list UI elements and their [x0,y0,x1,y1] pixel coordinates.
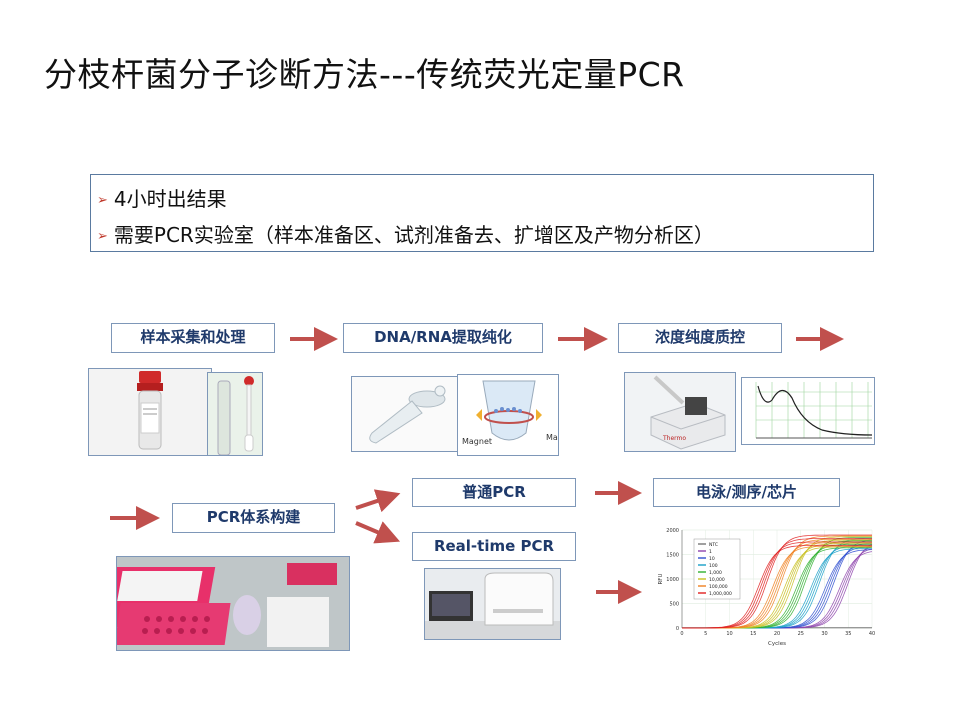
y-tick-label: 0 [676,626,679,632]
magnet-label: Magnet [462,437,492,446]
arrow-up-right-icon [356,497,389,508]
legend-box [694,539,740,599]
legend-label: 10 [709,556,715,562]
legend-label: 1,000 [709,570,722,576]
y-tick-label: 2000 [666,528,679,534]
pcr-setup-photo [116,556,350,651]
legend-label: 10,000 [709,577,725,583]
y-tick-label: 500 [669,602,679,608]
x-tick-label: 40 [869,631,875,637]
qpcr-machine-icon [425,569,561,640]
legend-label: 100 [709,563,718,569]
y-tick-label: 1500 [666,553,679,559]
pcr-plate-icon [117,557,350,651]
legend-label: NTC [709,542,718,548]
spin-column-photo [351,376,461,452]
legend-label: 1,000,000 [709,591,732,597]
x-axis-label: Cycles [768,641,786,647]
arrow-down-right-icon [356,523,389,537]
spectrum-curve-icon [742,378,875,445]
brand-label: Thermo [663,435,686,442]
magnetic-beads-photo: Magnet Mag [457,374,559,456]
x-tick-label: 30 [821,631,827,637]
x-tick-label: 10 [726,631,732,637]
x-tick-label: 5 [704,631,707,637]
legend-label: 1 [709,549,712,555]
spin-column-icon [352,377,461,452]
swab-icon [208,373,263,456]
sample-tube-icon [89,369,212,456]
x-tick-label: 0 [680,631,683,637]
sample-tube-photo [88,368,212,456]
y-axis-label: RFU [658,573,664,584]
spectrophotometer-photo: Thermo [624,372,736,452]
legend-label: 100,000 [709,584,728,590]
swab-photo [207,372,263,456]
x-tick-label: 20 [774,631,780,637]
x-tick-label: 25 [798,631,804,637]
x-tick-label: 15 [750,631,756,637]
qpcr-instrument-photo [424,568,561,640]
magnet-label-right: Mag [546,433,559,442]
absorbance-spectrum-graph [741,377,875,445]
x-tick-label: 35 [845,631,851,637]
y-tick-label: 1000 [666,577,679,583]
